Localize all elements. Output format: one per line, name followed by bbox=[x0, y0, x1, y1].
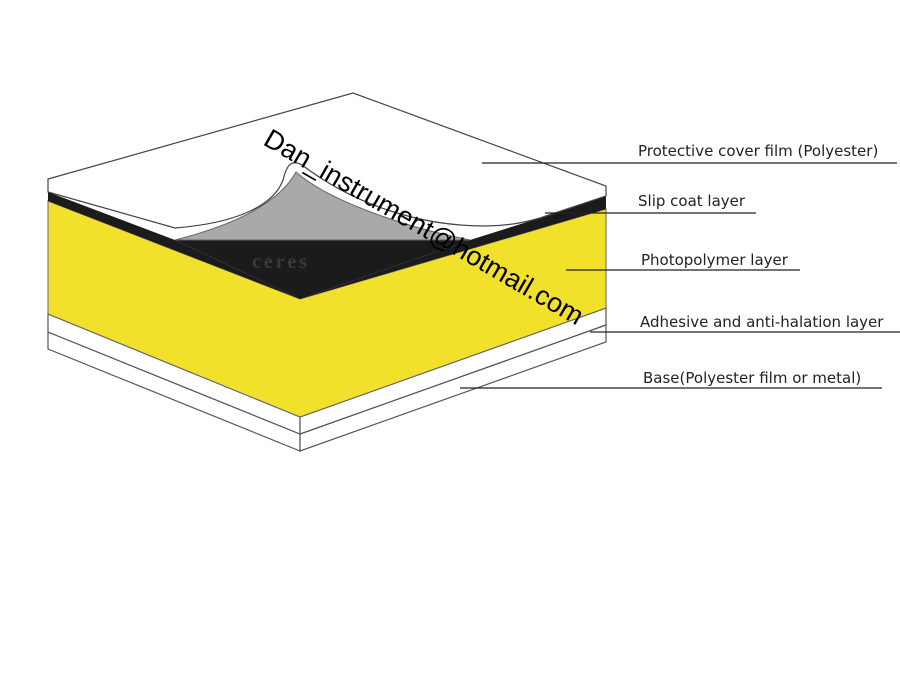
slip-coat-left bbox=[48, 192, 300, 299]
label-protective-cover: Protective cover film (Polyester) bbox=[638, 142, 878, 160]
slip-coat-exposed-area bbox=[175, 240, 470, 299]
label-photopolymer: Photopolymer layer bbox=[641, 251, 789, 269]
cover-film-back bbox=[174, 171, 471, 241]
label-base: Base(Polyester film or metal) bbox=[643, 369, 861, 387]
protective-cover-film bbox=[47, 92, 607, 229]
label-adhesive: Adhesive and anti-halation layer bbox=[640, 313, 884, 331]
slip-coat-right bbox=[300, 196, 606, 299]
label-slip-coat: Slip coat layer bbox=[638, 192, 746, 210]
brand-mark: ceres bbox=[252, 251, 310, 273]
